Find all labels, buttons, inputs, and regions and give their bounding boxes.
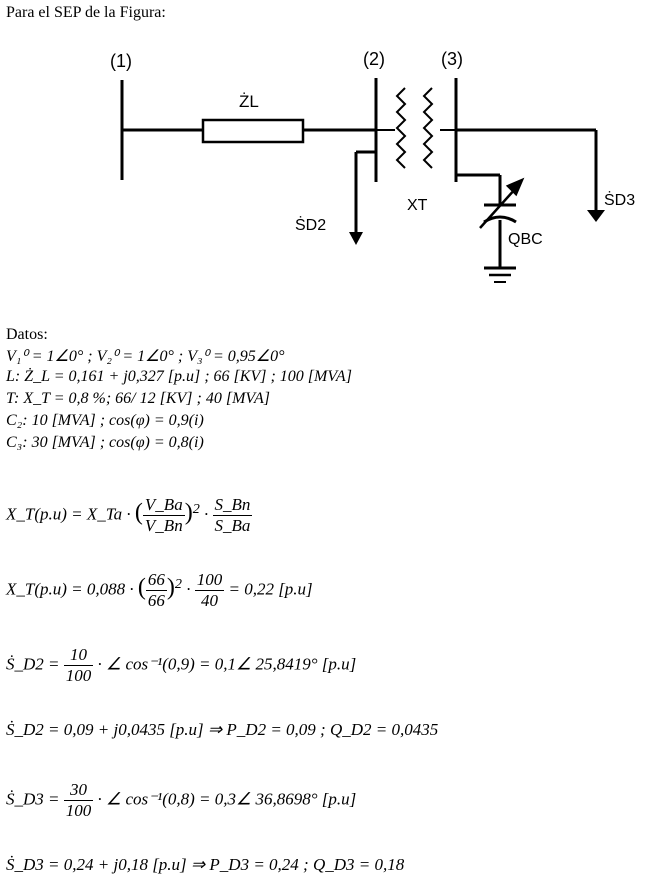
eq2-s-num: 100: [194, 570, 225, 591]
eq2-ratio-num: 66: [145, 570, 167, 591]
bus-3-label: (3): [441, 49, 463, 69]
eq2-power: 2: [174, 575, 182, 592]
load-d3-arrow: [587, 210, 605, 222]
sd2-label: ṠD2: [295, 214, 326, 234]
eq2-dot: ·: [186, 579, 191, 599]
eq1-lhs: X_T(p.u) = X_Ta ·: [6, 504, 131, 524]
transformer-winding-right: [422, 87, 434, 169]
variable-arrow-head: [505, 177, 525, 197]
eq2-rhs: = 0,22 [p.u]: [228, 579, 313, 599]
eq5-lhs: Ṡ_D3 =: [6, 789, 60, 809]
datos-load-c3: C₃: 30 [MVA] ; cos(φ) = 0,8(i): [6, 434, 204, 451]
eq2-lhs: X_T(p.u) = 0,088 ·: [6, 579, 134, 599]
zl-label: ŻL: [239, 92, 259, 111]
eq3-num: 10: [63, 645, 94, 666]
eq3-den: 100: [65, 666, 92, 685]
eq2-ratio-den: 66: [147, 591, 165, 610]
datos-voltages: V₁⁰ = 1∠0° ; V₂⁰ = 1∠0° ; V₃⁰ = 0,95∠0°: [6, 348, 285, 365]
eq1-s-den: S_Ba: [214, 516, 251, 535]
sd3-label: ṠD3: [604, 189, 635, 209]
qbc-label: QBC: [508, 231, 543, 248]
eq1-power: 2: [192, 500, 200, 517]
eq3-rhs: · ∠ cos⁻¹(0,9) = 0,1∠ 25,8419° [p.u]: [97, 654, 357, 674]
transformer-winding-left: [395, 87, 407, 169]
eq5-rhs: · ∠ cos⁻¹(0,8) = 0,3∠ 36,8698° [p.u]: [97, 789, 357, 809]
intro-text: Para el SEP de la Figura:: [6, 4, 166, 21]
load-d2-arrow: [349, 232, 363, 245]
eq1-s-num: S_Bn: [212, 495, 253, 516]
bus-1-label: (1): [110, 51, 132, 71]
datos-load-c2: C₂: 10 [MVA] ; cos(φ) = 0,9(i): [6, 412, 204, 429]
xt-label: XT: [407, 197, 428, 214]
datos-line: L: Ż_L = 0,161 + j0,327 [p.u] ; 66 [KV] …: [6, 368, 352, 385]
eq1-ratio-num: V_Ba: [142, 495, 185, 516]
datos-title: Datos:: [6, 326, 48, 343]
datos-transformer: T: X_T = 0,8 %; 66/ 12 [KV] ; 40 [MVA]: [6, 390, 270, 407]
equation-sd3-rect: Ṡ_D3 = 0,24 + j0,18 [p.u] ⇒ P_D3 = 0,24 …: [6, 855, 405, 874]
eq5-den: 100: [65, 801, 92, 820]
eq1-ratio-den: V_Bn: [144, 516, 183, 535]
variable-arrow-shaft: [479, 187, 517, 229]
eq5-num: 30: [63, 780, 94, 801]
equation-sd2-rect: Ṡ_D2 = 0,09 + j0,0435 [p.u] ⇒ P_D2 = 0,0…: [6, 720, 439, 739]
eq1-dot: ·: [204, 504, 209, 524]
eq3-lhs: Ṡ_D2 =: [6, 654, 60, 674]
eq2-s-den: 40: [200, 591, 218, 610]
bus-2-label: (2): [363, 49, 385, 69]
single-line-diagram: (1) (2) (3) ŻL XT ṠD2 ṠD3 QBC: [110, 49, 635, 283]
line-impedance: [201, 118, 305, 144]
